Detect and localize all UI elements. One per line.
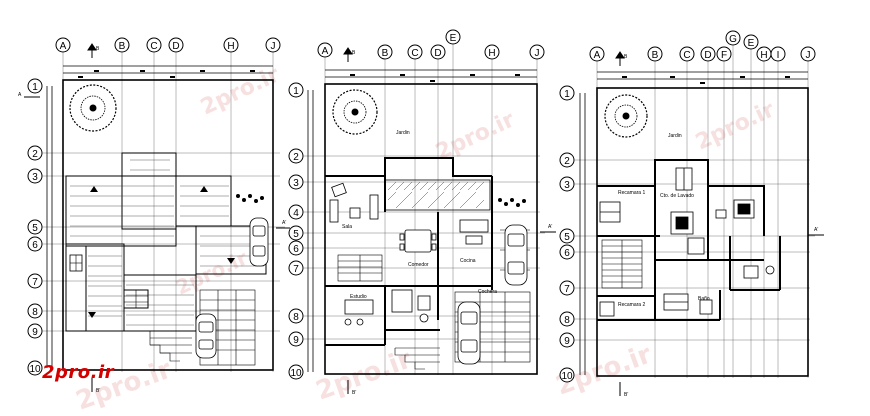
grid-col-d: D xyxy=(172,41,179,52)
room-label-recamara-2: Recamara 2 xyxy=(618,302,645,308)
room-label-comedor: Comedor xyxy=(408,262,429,268)
room-label-estudio: Estudio xyxy=(350,294,367,300)
section-mark-a-prime: A' xyxy=(548,224,552,230)
grid-col-c: C xyxy=(683,50,690,61)
plan-2: A B C D E H J 1 2 3 4 5 6 7 xyxy=(288,29,556,396)
grid-col-h: H xyxy=(488,48,495,59)
grid-row-7: 7 xyxy=(32,277,38,288)
grid-col-h: H xyxy=(760,50,767,61)
plan-1: A B C D H J 1 2 3 5 6 7 8 9 xyxy=(18,37,290,394)
watermark: 2pro.ir xyxy=(692,97,779,155)
section-mark-b: B xyxy=(96,46,100,52)
room-label-bano: Baño xyxy=(698,296,710,302)
grid-row-2: 2 xyxy=(32,149,38,160)
grid-row-9: 9 xyxy=(293,335,299,346)
grid-row-8: 8 xyxy=(293,312,299,323)
patio-hatch xyxy=(384,179,491,211)
watermark: 2pro.ir xyxy=(312,344,415,406)
grid-col-e: E xyxy=(450,33,457,44)
grid-row-1: 1 xyxy=(564,89,570,100)
grid-row-2: 2 xyxy=(293,152,299,163)
grid-col-g: G xyxy=(729,34,737,45)
grid-col-d: D xyxy=(704,50,711,61)
grid-row-8: 8 xyxy=(32,307,38,318)
tree-icon xyxy=(332,89,378,135)
grid-col-b: B xyxy=(119,41,126,52)
grid-row-10: 10 xyxy=(290,368,302,379)
grid-col-a: A xyxy=(60,41,67,52)
plan-1-row-bubbles xyxy=(27,78,43,376)
grid-col-a: A xyxy=(594,50,601,61)
grid-col-b: B xyxy=(652,50,659,61)
grid-col-d: D xyxy=(434,48,441,59)
grid-row-5: 5 xyxy=(293,229,299,240)
grid-col-b: B xyxy=(382,48,389,59)
grid-col-h: H xyxy=(227,41,234,52)
grid-row-3: 3 xyxy=(293,178,299,189)
site-logo: 2pro.ir xyxy=(42,362,115,383)
grid-row-7: 7 xyxy=(564,284,570,295)
tree-icon xyxy=(604,94,648,138)
section-mark-b: B xyxy=(624,54,628,60)
watermark: 2pro.ir xyxy=(197,62,284,120)
tree-icon xyxy=(69,84,117,132)
grid-row-8: 8 xyxy=(564,315,570,326)
plan-3: A B C D F G E H I J 1 2 3 5 6 xyxy=(559,30,824,398)
section-mark-b: B xyxy=(352,50,356,56)
car-icon xyxy=(195,313,217,359)
plan-3-column-bubbles xyxy=(589,30,816,62)
grid-row-6: 6 xyxy=(32,240,38,251)
grid-row-2: 2 xyxy=(564,156,570,167)
grid-row-10: 10 xyxy=(561,371,573,382)
grid-row-5: 5 xyxy=(32,223,38,234)
room-label-sala: Sala xyxy=(342,224,352,230)
grid-row-3: 3 xyxy=(32,172,38,183)
room-label-recamara-1: Recamara 1 xyxy=(618,190,645,196)
watermark: 2pro.ir xyxy=(172,246,251,300)
grid-col-a: A xyxy=(322,46,329,57)
section-mark-b-prime: B' xyxy=(352,390,356,396)
grid-col-e: E xyxy=(748,38,755,49)
grid-row-4: 4 xyxy=(293,208,299,219)
section-mark-b-prime: B' xyxy=(624,392,628,398)
room-label-cuarto-lavado: Cto. de Lavado xyxy=(660,193,694,199)
room-label-jardin: Jardin xyxy=(668,133,682,139)
grid-row-7: 7 xyxy=(293,264,299,275)
section-mark-a-prime: A' xyxy=(282,220,286,226)
grid-row-9: 9 xyxy=(564,336,570,347)
watermark: 2pro.ir xyxy=(432,107,519,165)
car-icon xyxy=(504,224,528,286)
section-mark-a-prime: A' xyxy=(814,227,818,233)
grid-row-1: 1 xyxy=(293,86,299,97)
grid-col-f: F xyxy=(721,50,727,61)
grid-row-9: 9 xyxy=(32,327,38,338)
grid-row-5: 5 xyxy=(564,232,570,243)
section-mark-b-prime: B' xyxy=(96,388,100,394)
room-label-cocina: Cocina xyxy=(460,258,476,264)
car-icon xyxy=(249,217,269,267)
car-icon xyxy=(457,301,481,365)
grid-row-1: 1 xyxy=(32,82,38,93)
grid-row-6: 6 xyxy=(564,248,570,259)
section-mark-a: A xyxy=(18,92,22,98)
grid-col-i: I xyxy=(777,50,780,61)
grid-row-3: 3 xyxy=(564,180,570,191)
grid-col-c: C xyxy=(411,48,418,59)
grid-col-c: C xyxy=(150,41,157,52)
grid-col-j: J xyxy=(806,50,811,61)
grid-row-6: 6 xyxy=(293,244,299,255)
grid-row-10: 10 xyxy=(29,364,41,375)
grid-col-j: J xyxy=(535,48,540,59)
grid-col-j: J xyxy=(271,41,276,52)
room-label-jardin: Jardin xyxy=(396,130,410,136)
room-label-cochera: Cochera xyxy=(478,289,497,295)
